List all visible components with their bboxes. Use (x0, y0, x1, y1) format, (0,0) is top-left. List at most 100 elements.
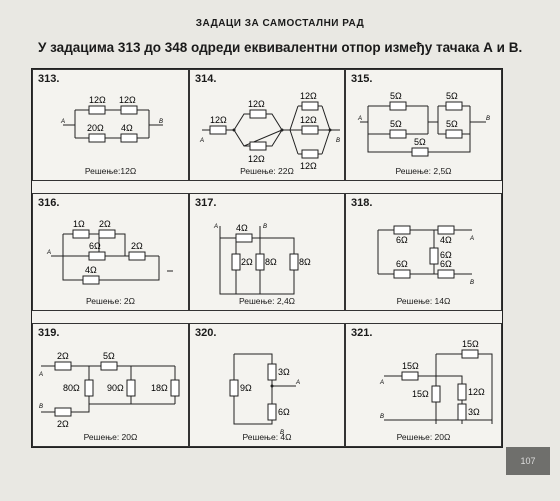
resistor-label: 8Ω (265, 257, 277, 267)
circuit-313-diagram: 12Ω 12Ω 20Ω 4Ω A B (60, 95, 163, 143)
resistor-label: 15Ω (412, 389, 429, 399)
solution-text: Решење: 22Ω (240, 166, 294, 176)
resistor-label: 4Ω (121, 123, 133, 133)
resistor-label: 15Ω (462, 339, 479, 349)
problem-number: 317. (195, 197, 217, 209)
terminal-a-label: A (295, 380, 300, 386)
resistor-label: 2Ω (131, 241, 143, 251)
terminal-a-label: A (199, 138, 204, 144)
resistor-label: 1Ω (73, 219, 85, 229)
problem-number: 314. (195, 73, 217, 85)
terminal-b-label: B (280, 430, 284, 436)
circuit-318-diagram: 6Ω 4Ω 6Ω 6Ω 6Ω A B (377, 225, 474, 286)
resistor-label: 90Ω (107, 383, 124, 393)
resistor-label: 12Ω (300, 91, 317, 101)
solution-text: Решење: 4Ω (242, 432, 292, 442)
terminal-b-label: B (159, 119, 163, 125)
solution-text: Решење: 14Ω (396, 296, 451, 306)
terminal-b-label: B (486, 116, 490, 122)
resistor-label: 4Ω (440, 235, 452, 245)
resistor-label: 5Ω (446, 91, 458, 101)
solution-text: Решење: 2Ω (85, 296, 135, 306)
circuit-314-diagram: 12Ω 12Ω 12Ω 12Ω 12Ω 12Ω A B (199, 91, 340, 171)
terminal-b-label: B (39, 404, 43, 410)
problem-319: 319. 2Ω 5Ω 80Ω 90Ω 18Ω 2Ω A B Решење: 20… (32, 323, 189, 447)
resistor-label: 12Ω (89, 95, 106, 105)
resistor-label: 9Ω (240, 383, 252, 393)
problem-320: 320. 3Ω 9Ω 6Ω A B Решење: 4Ω (189, 323, 345, 447)
circuit-321-diagram: 15Ω 15Ω 12Ω 15Ω 3Ω A B (379, 339, 493, 424)
terminal-b-label: B (336, 138, 340, 144)
terminal-a-label: A (60, 119, 65, 125)
problem-314: 314. 12Ω 12Ω 12Ω 12Ω 12Ω 12Ω A B Решење:… (189, 69, 345, 181)
problem-grid: 313. 12Ω 12Ω 20Ω 4Ω A B Решење:12Ω 314. … (31, 68, 503, 448)
resistor-label: 18Ω (151, 383, 168, 393)
resistor-label: 2Ω (241, 257, 253, 267)
problem-316: 316. 1Ω 2Ω 6Ω 2Ω 4Ω A Решење: 2Ω (32, 193, 189, 311)
resistor-label: 4Ω (236, 223, 248, 233)
problem-number: 321. (351, 327, 373, 339)
problem-number: 318. (351, 197, 373, 209)
solution-text: Решење: 2,5Ω (395, 166, 452, 176)
resistor-label: 5Ω (103, 351, 115, 361)
resistor-label: 6Ω (89, 241, 101, 251)
circuit-316-diagram: 1Ω 2Ω 6Ω 2Ω 4Ω A (46, 219, 173, 285)
problem-number: 316. (38, 197, 60, 209)
problem-number: 313. (38, 73, 60, 85)
solution-text: Решење: 20Ω (396, 432, 451, 442)
circuit-315-diagram: 5Ω 5Ω 5Ω 5Ω 5Ω A B (357, 91, 490, 157)
terminal-b-label: B (380, 414, 384, 420)
resistor-label: 15Ω (402, 361, 419, 371)
problem-313: 313. 12Ω 12Ω 20Ω 4Ω A B Решење:12Ω (32, 69, 189, 181)
problem-318: 318. 6Ω 4Ω 6Ω 6Ω 6Ω A B Решење: 14Ω (345, 193, 502, 311)
problem-317: 317. 4Ω 2Ω 8Ω 8Ω A B Решење: 2,4Ω (189, 193, 345, 311)
resistor-label: 3Ω (468, 407, 480, 417)
resistor-label: 12Ω (248, 154, 265, 164)
resistor-label: 12Ω (248, 99, 265, 109)
problem-315: 315. 5Ω 5Ω 5Ω 5Ω 5Ω A B Решење: 2,5Ω (345, 69, 502, 181)
resistor-label: 12Ω (210, 115, 227, 125)
terminal-b-label: B (263, 224, 267, 230)
resistor-label: 20Ω (87, 123, 104, 133)
terminal-a-label: A (38, 372, 43, 378)
task-instruction: У задацима 313 до 348 одреди еквивалентн… (38, 40, 523, 55)
resistor-label: 5Ω (390, 91, 402, 101)
resistor-label: 6Ω (440, 259, 452, 269)
terminal-b-label: B (470, 280, 474, 286)
terminal-a-label: A (357, 116, 362, 122)
terminal-a-label: A (469, 236, 474, 242)
resistor-label: 5Ω (390, 119, 402, 129)
resistor-label: 5Ω (414, 137, 426, 147)
resistor-label: 12Ω (468, 387, 485, 397)
resistor-label: 12Ω (300, 115, 317, 125)
resistor-label: 6Ω (278, 407, 290, 417)
terminal-a-label: A (379, 380, 384, 386)
solution-text: Решење: 2,4Ω (238, 296, 296, 306)
section-header: ЗАДАЦИ ЗА САМОСТАЛНИ РАД (195, 18, 365, 29)
resistor-label: 2Ω (57, 351, 69, 361)
solution-text: Решење: 20Ω (83, 432, 138, 442)
resistor-label: 12Ω (119, 95, 136, 105)
resistor-label: 5Ω (446, 119, 458, 129)
resistor-label: 6Ω (396, 235, 408, 245)
resistor-label: 2Ω (57, 419, 69, 429)
resistor-label: 2Ω (99, 219, 111, 229)
problem-number: 319. (38, 327, 60, 339)
circuit-319-diagram: 2Ω 5Ω 80Ω 90Ω 18Ω 2Ω A B (38, 351, 180, 429)
solution-text: Решење:12Ω (84, 166, 137, 176)
resistor-label: 6Ω (440, 250, 452, 260)
resistor-label: 8Ω (299, 257, 311, 267)
resistor-label: 12Ω (300, 161, 317, 171)
problem-number: 315. (351, 73, 373, 85)
terminal-a-label: A (213, 224, 218, 230)
resistor-label: 80Ω (63, 383, 80, 393)
resistor-label: 3Ω (278, 367, 290, 377)
circuit-320-diagram: 3Ω 9Ω 6Ω A B (229, 353, 300, 436)
circuit-317-diagram: 4Ω 2Ω 8Ω 8Ω A B (213, 223, 311, 295)
page-number: 107 (506, 447, 550, 475)
resistor-label: 6Ω (396, 259, 408, 269)
terminal-a-label: A (46, 250, 51, 256)
problem-321: 321. 15Ω 15Ω 12Ω 15Ω 3Ω A B Решење: 20Ω (345, 323, 502, 447)
resistor-label: 4Ω (85, 265, 97, 275)
problem-number: 320. (195, 327, 217, 339)
